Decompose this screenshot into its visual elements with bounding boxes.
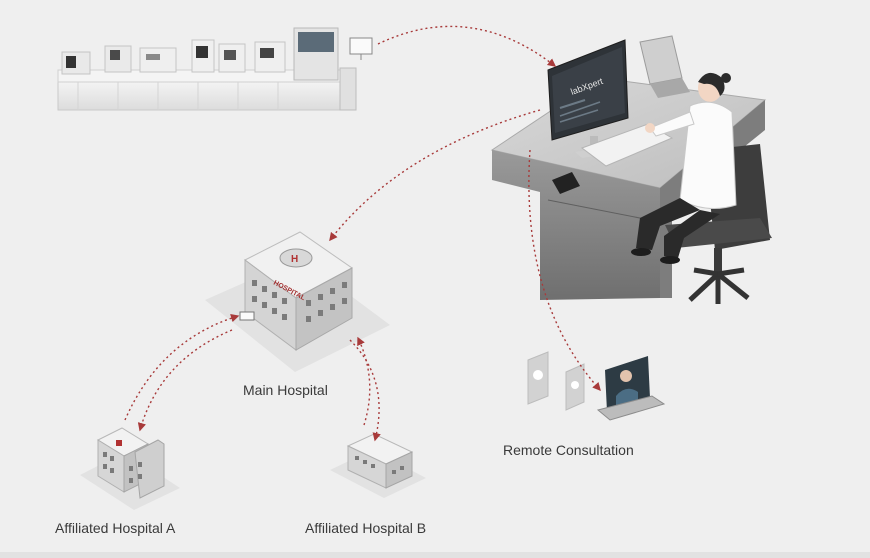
arrow-workstation-to-main-hospital — [329, 109, 541, 242]
arrow-main-to-affiliated-a — [137, 329, 233, 432]
arrow-main-to-affiliated-b — [349, 339, 381, 442]
affiliated-hospital-a-label: Affiliated Hospital A — [55, 520, 176, 536]
arrow-analyzer-to-workstation — [377, 25, 557, 67]
workstation: labXpert — [490, 35, 772, 304]
monitor: labXpert — [547, 39, 629, 158]
main-hospital-building: H HOSPITAL — [205, 231, 390, 372]
affiliated-hospital-b-building — [330, 433, 426, 498]
affiliated-hospital-a-building — [80, 427, 180, 510]
affiliated-hospital-b-label: Affiliated Hospital B — [305, 520, 427, 536]
main-hospital-label: Main Hospital — [243, 382, 328, 398]
arrow-affiliated-b-to-main — [357, 336, 371, 426]
data-flow-arrows — [124, 25, 601, 442]
doctor-figure — [631, 72, 737, 264]
cross-icon — [116, 440, 122, 446]
bottom-edge-bar — [0, 552, 870, 558]
arrow-affiliated-a-to-main — [124, 314, 240, 421]
arrow-workstation-to-consultation — [528, 149, 601, 392]
helipad-h: H — [291, 254, 298, 265]
remote-consultation-icons — [527, 351, 666, 421]
ambulance-icon — [239, 311, 255, 321]
lab-automation-line — [57, 27, 373, 111]
remote-consultation-label: Remote Consultation — [503, 442, 634, 458]
